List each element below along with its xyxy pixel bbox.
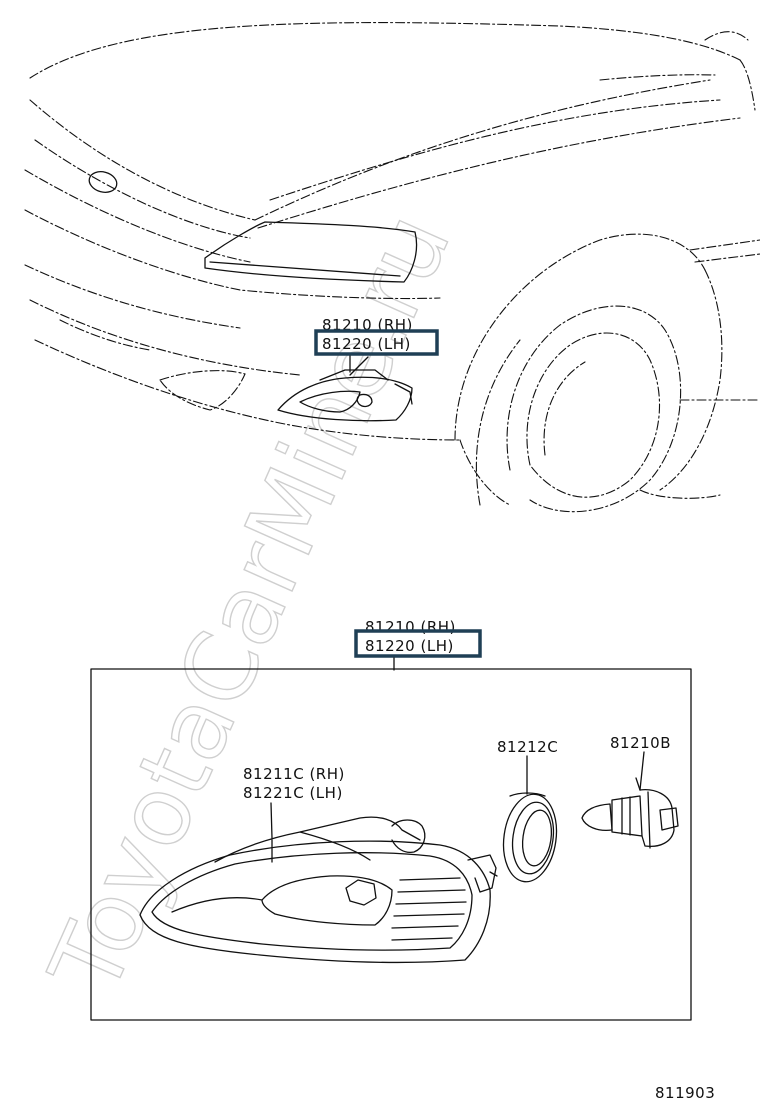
gasket-ring — [502, 755, 558, 883]
car-front-illustration — [24, 22, 760, 513]
part-labels: 81211C (RH) 81221C (LH) 81212C 81210B — [243, 734, 671, 802]
lower-fog-lamp-callout: 81210 (RH) 81220 (LH) — [354, 618, 482, 671]
upper-callout-lh-label: 81220 (LH) — [322, 335, 411, 353]
part-label-lens-rh: 81211C (RH) — [243, 765, 345, 783]
diagram-code: 811903 — [655, 1084, 715, 1102]
fog-lamp-lens-housing — [139, 802, 498, 964]
lower-callout-rh-label: 81210 (RH) — [365, 618, 456, 636]
lower-callout-lh-label: 81220 (LH) — [365, 637, 454, 655]
assembly-frame — [90, 668, 692, 1021]
lower-callout-highlight — [354, 629, 482, 658]
part-label-bulb: 81210B — [610, 734, 671, 752]
upper-callout-highlight — [314, 329, 439, 356]
fog-lamp-bulb — [581, 751, 679, 849]
part-label-lens-lh: 81221C (LH) — [243, 784, 343, 802]
part-label-gasket: 81212C — [497, 738, 558, 756]
upper-fog-lamp-callout: 81210 (RH) 81220 (LH) — [314, 316, 439, 373]
